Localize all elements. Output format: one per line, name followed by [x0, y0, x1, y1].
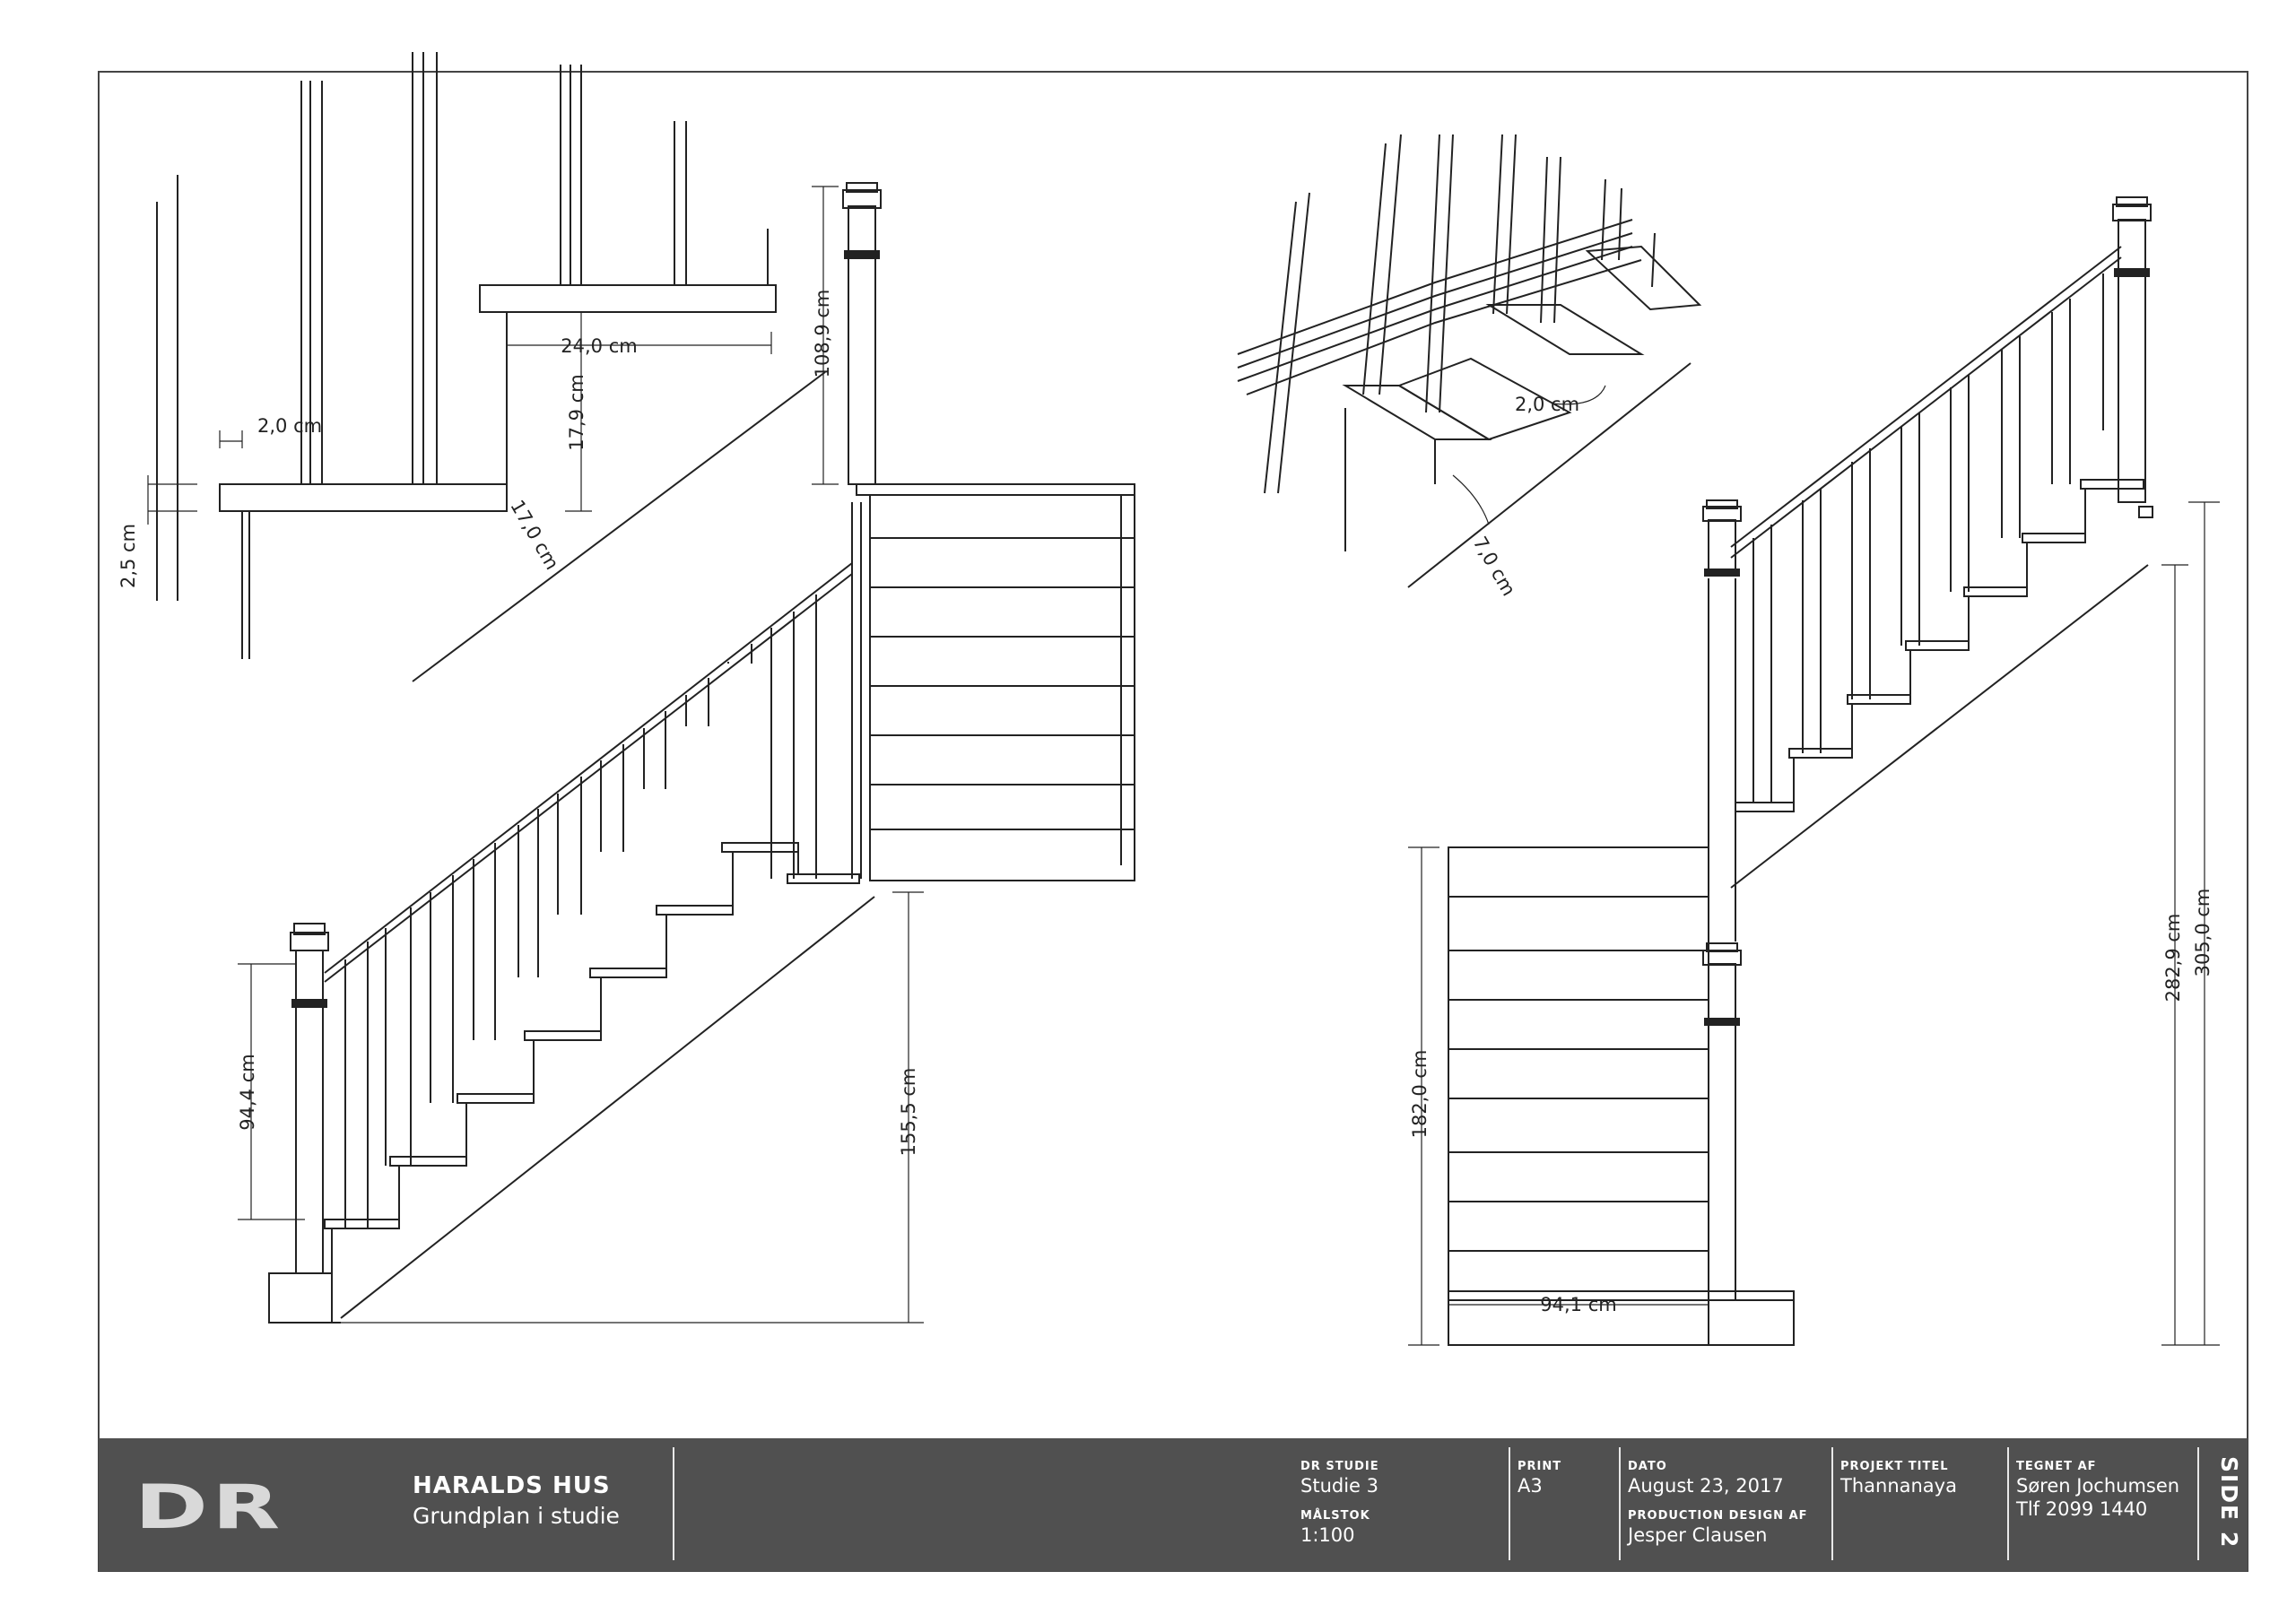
- page-number: SIDE 2: [2216, 1456, 2242, 1549]
- dato-cell: DATO August 23, 2017 PRODUCTION DESIGN A…: [1628, 1460, 1808, 1546]
- project-name: HARALDS HUS: [413, 1472, 611, 1499]
- dim-2-right: 2,0 cm: [1515, 394, 1579, 415]
- separator: [673, 1447, 674, 1560]
- print-value: A3: [1518, 1475, 1543, 1497]
- title-block: DR HARALDS HUS Grundplan i studie DR STU…: [99, 1438, 2248, 1571]
- projekt-cell: PROJEKT TITEL Thannanaya: [1840, 1460, 1957, 1497]
- malstok-label: MÅLSTOK: [1300, 1509, 1370, 1523]
- dim-17-9: 17,9 cm: [566, 374, 587, 450]
- print-label: PRINT: [1518, 1460, 1562, 1473]
- detail-dimensions: [147, 311, 772, 525]
- dim-94-4: 94,4 cm: [237, 1054, 258, 1130]
- detail-perspective: [1237, 134, 1702, 588]
- dim-305: 305,0 cm: [2192, 889, 2213, 977]
- projekt-label: PROJEKT TITEL: [1840, 1460, 1949, 1473]
- tegnet-phone: Tlf 2099 1440: [2016, 1498, 2148, 1520]
- dr-studie-cell: DR STUDIE Studie 3 MÅLSTOK 1:100: [1300, 1460, 1379, 1546]
- left-stair: [268, 182, 1135, 1324]
- sheet-border: [98, 71, 2248, 1572]
- dim-7: 7,0 cm: [1469, 533, 1520, 599]
- dim-2-5: 2,5 cm: [117, 524, 139, 588]
- dr-studie-label: DR STUDIE: [1300, 1460, 1379, 1473]
- separator: [2197, 1447, 2199, 1560]
- separator: [1831, 1447, 1833, 1560]
- malstok-value: 1:100: [1300, 1524, 1355, 1546]
- print-cell: PRINT A3: [1518, 1460, 1561, 1497]
- dato-label: DATO: [1628, 1460, 1667, 1473]
- dr-logo: DR: [135, 1472, 284, 1543]
- tegnet-cell: TEGNET AF Søren Jochumsen Tlf 2099 1440: [2016, 1460, 2179, 1520]
- dato-value: August 23, 2017: [1628, 1475, 1784, 1497]
- detail-tread-closeup: [156, 52, 826, 682]
- dim-155-5: 155,5 cm: [898, 1068, 919, 1157]
- right-stair-dimensions: [1408, 501, 2220, 1346]
- dim-108-9: 108,9 cm: [812, 290, 833, 378]
- projekt-value: Thannanaya: [1840, 1475, 1957, 1497]
- project-title: HARALDS HUS Grundplan i studie: [413, 1472, 620, 1529]
- dim-282-9: 282,9 cm: [2162, 914, 2184, 1002]
- dim-182: 182,0 cm: [1409, 1050, 1431, 1139]
- dim-17-0: 17,0 cm: [506, 497, 563, 574]
- tegnet-name: Søren Jochumsen: [2016, 1475, 2180, 1497]
- dim-2-top: 2,0 cm: [257, 415, 322, 437]
- separator: [2007, 1447, 2009, 1560]
- dim-94-1: 94,1 cm: [1540, 1294, 1616, 1315]
- dr-studie-value: Studie 3: [1300, 1475, 1378, 1497]
- production-label: PRODUCTION DESIGN AF: [1628, 1509, 1808, 1523]
- production-value: Jesper Clausen: [1628, 1524, 1768, 1546]
- tegnet-label: TEGNET AF: [2016, 1460, 2097, 1473]
- separator: [1619, 1447, 1621, 1560]
- separator: [1509, 1447, 1510, 1560]
- detail-perspective-dimensions: [1452, 385, 1606, 525]
- right-stair: [1448, 196, 2153, 1346]
- project-subtitle: Grundplan i studie: [413, 1503, 620, 1529]
- dim-24: 24,0 cm: [561, 335, 637, 357]
- left-stair-dimensions: [238, 186, 924, 1324]
